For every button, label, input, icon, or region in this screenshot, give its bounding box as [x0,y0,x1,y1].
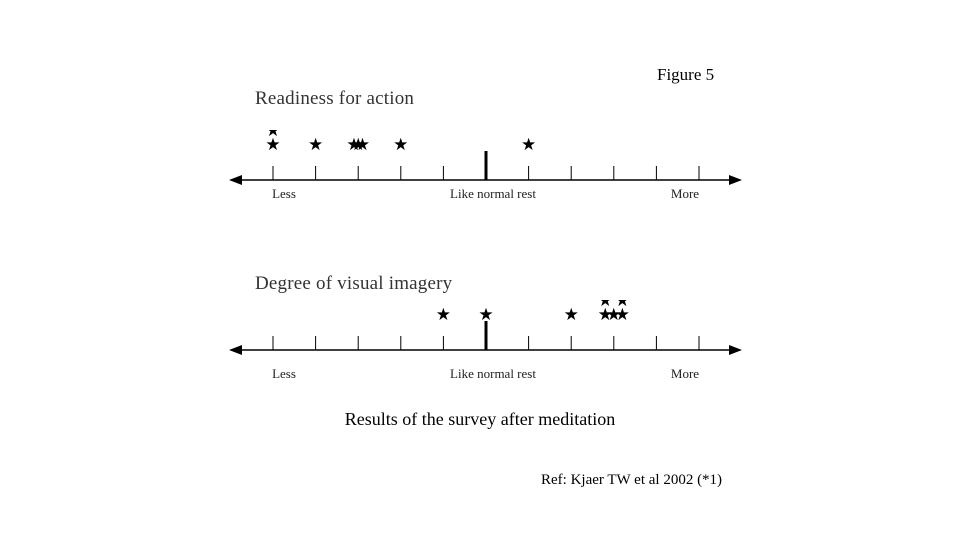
figure-label: Figure 5 [657,65,715,84]
scale-title-visual-imagery: Degree of visual imagery [255,273,453,294]
survey-response-star: ★ [265,135,280,155]
tick-label-less: Less [272,186,296,201]
tick-label-normal-rest: Like normal rest [450,186,536,201]
survey-response-star: ★ [355,135,370,155]
survey-response-star: ★ [606,305,621,325]
survey-response-star: ★ [393,135,408,155]
survey-response-star: ★ [478,305,493,325]
tick-label-normal-rest: Like normal rest [450,366,536,381]
readiness-scale: ★★★★★★★★ [229,130,742,185]
survey-response-star: ★ [308,135,323,155]
figure-caption: Results of the survey after meditation [344,409,616,429]
tick-label-more: More [670,186,700,201]
tick-label-less: Less [272,366,296,381]
survey-response-star: ★ [598,305,613,325]
survey-response-star: ★ [564,305,579,325]
survey-response-star: ★ [615,305,630,325]
axis-arrow-left [229,175,242,185]
survey-response-star: ★ [521,135,536,155]
visual-imagery-scale: ★★★★★★★★ [229,300,742,355]
survey-response-star: ★ [436,305,451,325]
reference-citation: Ref: Kjaer TW et al 2002 (*1) [541,472,723,488]
axis-arrow-right [729,345,742,355]
survey-response-star: ★ [598,300,613,311]
survey-response-star: ★ [615,300,630,311]
tick-label-more: More [670,366,700,381]
survey-response-star: ★ [265,130,280,141]
survey-response-star: ★ [351,135,366,155]
axis-arrow-left [229,345,242,355]
axis-arrow-right [729,175,742,185]
survey-response-star: ★ [346,135,361,155]
scale-title-readiness: Readiness for action [255,88,415,109]
